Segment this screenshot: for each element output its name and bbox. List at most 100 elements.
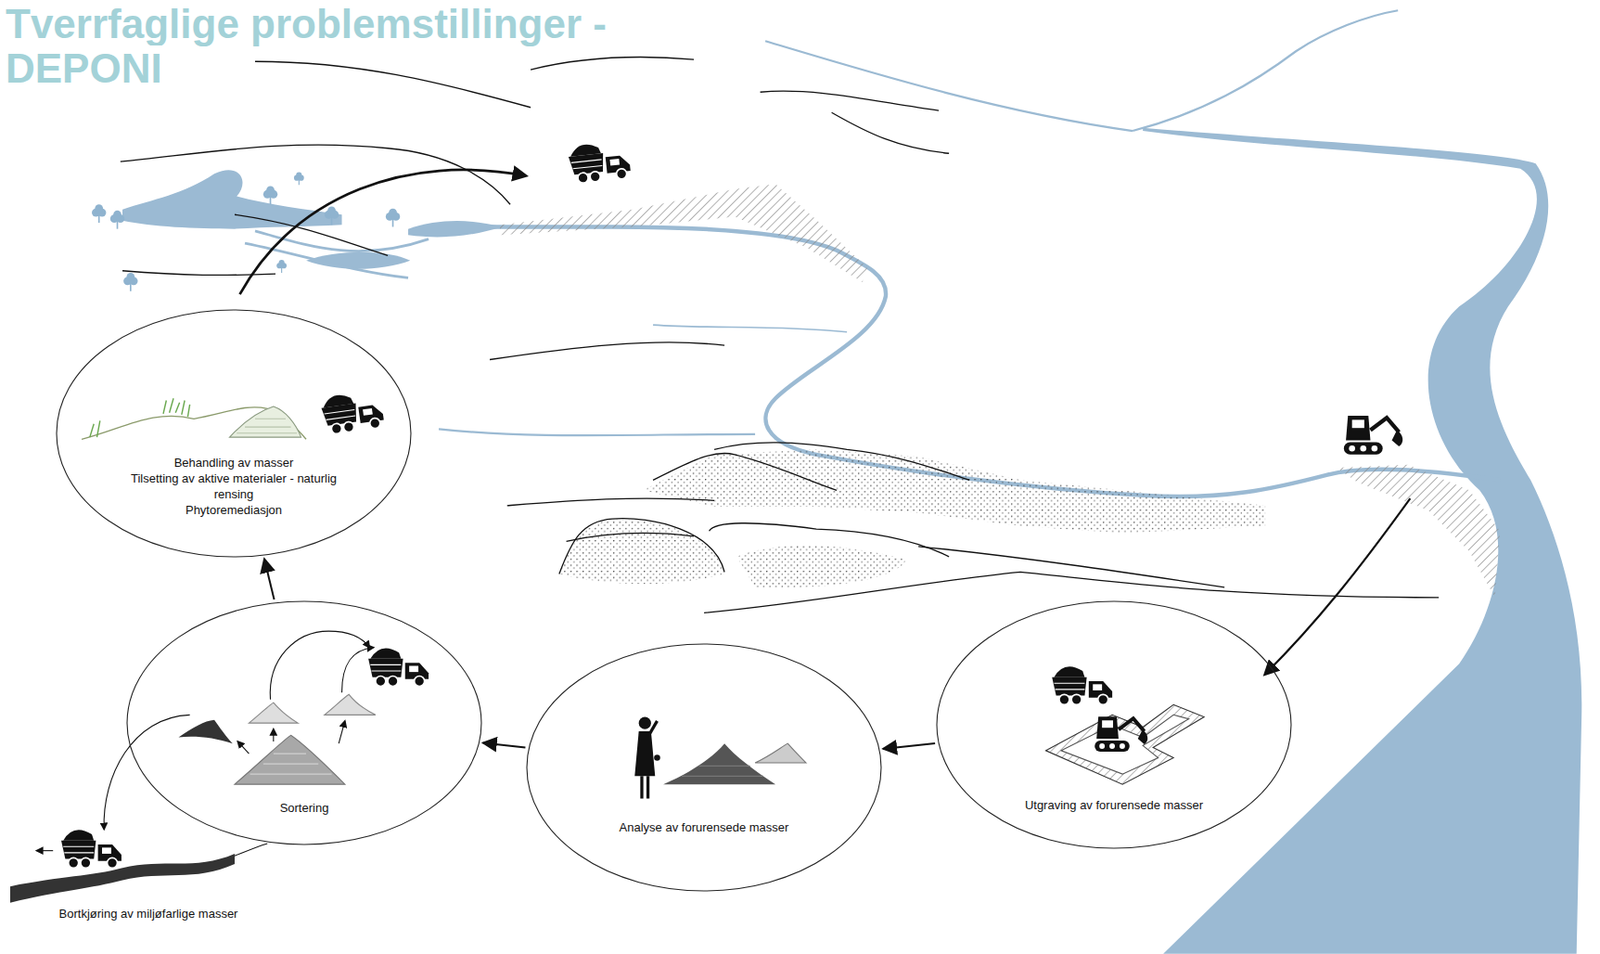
excavator: [1344, 415, 1403, 455]
terrain-line-part: [566, 532, 695, 541]
contaminated-bank-part: [499, 183, 868, 282]
stream-part: [438, 428, 756, 436]
excavation-pit: [1046, 665, 1205, 784]
sorted-piles-part: [103, 630, 374, 829]
ellipse-shape: [56, 309, 411, 557]
wetland: [91, 169, 502, 292]
terrain-line-part: [832, 112, 950, 154]
treatment-mounds-part: [236, 418, 297, 433]
ellipse-outline: [55, 308, 412, 558]
sorted-piles-part: [179, 719, 233, 743]
ellipse-outline: [525, 642, 883, 892]
sorted-piles: [103, 630, 429, 829]
treatment-mounds-part: [81, 407, 307, 440]
terrain-line-part: [234, 214, 388, 256]
deposit-dunes-part: [642, 448, 1266, 533]
terrain-line-part: [704, 571, 1439, 613]
contaminated-bank-part: [1336, 464, 1500, 598]
ellipse-shape: [936, 601, 1292, 848]
excavator: [1094, 716, 1148, 752]
dump-truck: [61, 829, 122, 868]
dump-truck: [320, 389, 385, 436]
terrain-line-part: [255, 61, 531, 108]
process-ellipse: Sortering: [126, 600, 483, 845]
stream: [438, 226, 1500, 497]
sorted-piles-part-part: [342, 647, 374, 692]
analysis-scene-part: [681, 765, 764, 776]
river-part: [1142, 128, 1582, 954]
process-ellipse: Behandling av masserTilsetting av aktive…: [55, 308, 412, 558]
tree: [385, 208, 400, 228]
wetland-part: [122, 169, 343, 229]
node-texts: Behandling av masserTilsetting av aktive…: [55, 455, 412, 519]
terrain-line: [120, 56, 1439, 613]
terrain-line-part: [714, 442, 970, 480]
node-label: Behandling av masser: [113, 455, 355, 472]
excavation-pit-part: [1046, 704, 1205, 784]
terrain-line-part: [918, 546, 1225, 588]
river-part: [765, 40, 1133, 131]
flow-arrow-part: [1265, 498, 1410, 674]
analysis-scene-part: [663, 742, 776, 784]
sorted-piles-part-part: [269, 630, 370, 700]
dump-truck: [368, 647, 429, 686]
removal-road: [10, 829, 268, 902]
flow-connector: [883, 742, 935, 749]
dump-truck: [1051, 665, 1113, 704]
flow-connector: [264, 558, 275, 600]
terrain-line-part: [709, 523, 950, 557]
stream-part: [652, 324, 847, 333]
sorted-piles-part: [248, 702, 298, 723]
terrain-line-part: [489, 342, 725, 360]
diagram-title: Tverrfaglige problemstillinger - DEPONI: [5, 1, 711, 90]
terrain-line-part: [120, 144, 511, 205]
sorted-piles-part-part: [272, 729, 274, 742]
removal-road-part: [234, 843, 268, 856]
analysis-scene-part: [755, 742, 807, 763]
treatment-mounds-part: [89, 397, 191, 437]
tree: [110, 210, 125, 230]
wetland-part: [244, 230, 429, 279]
terrain-line-part: [507, 498, 715, 506]
river-part: [1132, 10, 1398, 131]
terrain-line-part: [760, 90, 940, 111]
tree: [324, 205, 339, 225]
sorted-piles-part-part: [338, 720, 346, 743]
wetland-part: [408, 220, 502, 237]
sorted-piles-part: [324, 693, 376, 715]
contaminated-bank: [499, 183, 1500, 598]
tree: [263, 185, 278, 205]
process-ellipse: Utgraving av forurensede masser: [935, 600, 1293, 849]
flow-arrow: [240, 169, 1411, 674]
node-texts: Utgraving av forurensede masser: [935, 797, 1293, 814]
terrain-line-part: [652, 452, 837, 490]
tree: [123, 272, 138, 292]
node-label: Analyse av forurensede masser: [583, 819, 825, 836]
terrain-line-part: [559, 518, 725, 575]
flow-arrow-part: [240, 169, 526, 295]
deposit-dunes-part: [736, 545, 907, 589]
node-texts: Sortering: [126, 800, 483, 817]
flow-connector: [483, 742, 526, 747]
caption-label: Bortkjøring av miljøfarlige masser: [59, 906, 239, 922]
analysis-scene: [634, 716, 807, 799]
dump-truck: [567, 140, 632, 185]
title-text: Tverrfaglige problemstillinger - DEPONI: [5, 0, 607, 91]
removal-road-part: [37, 849, 54, 851]
tree: [294, 172, 305, 186]
tree: [276, 259, 287, 273]
terrain-line-part: [530, 56, 694, 70]
stream-part: [479, 226, 1500, 497]
ellipse-shape: [127, 601, 482, 845]
person: [634, 716, 661, 799]
process-ellipse: Analyse av forurensede masser: [525, 642, 883, 892]
ellipse-shape: [526, 643, 882, 891]
node-label: Sortering: [183, 800, 425, 817]
deposit-dunes: [559, 448, 1266, 588]
treatment-mounds-part: [230, 406, 302, 437]
sorted-piles-part-part: [237, 741, 249, 754]
node-label: Tilsetting av aktive materialer - naturl…: [113, 471, 355, 503]
treatment-mounds: [81, 389, 385, 440]
sorted-piles-part: [234, 734, 346, 784]
